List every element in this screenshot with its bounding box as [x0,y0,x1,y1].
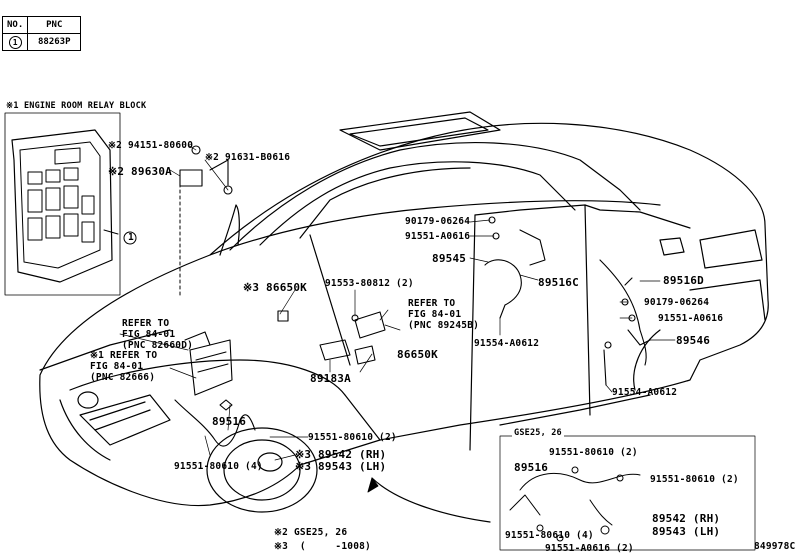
label-91551-a0616-b: 91551-A0616 [658,313,724,324]
box-label-91551-80610-4: 91551-80610 (4) [505,530,594,541]
pnc-row-no: 1 [1,33,29,51]
label-refer-89245b: REFER TO FIG 84-01 (PNC 89245B) [408,298,480,331]
label-engine-room-relay-block: ※1 ENGINE ROOM RELAY BLOCK [6,101,147,111]
figure-code: 849978C [754,541,796,552]
pnc-table: NO. PNC 1 88263P [1,16,82,51]
label-86650k-top: ※3 86650K [243,281,307,294]
car-body [39,111,769,513]
leader-lines [119,144,676,461]
label-86650k-mid: 86650K [397,348,438,361]
label-90179-06264-b: 90179-06264 [644,297,710,308]
pnc-row-pnc: 88263P [27,33,82,51]
callout-1: 1 [128,232,134,243]
label-refer-82660d: REFER TO FIG 84-01 (PNC 82660D) [122,318,194,351]
label-94151-80600: ※2 94151-80600 [108,140,194,151]
sensor-harness [174,145,651,447]
box-label-91551-a0616-2: 91551-A0616 (2) [545,543,634,554]
label-89545: 89545 [432,252,467,265]
label-91553-80812: 91553-80812 (2) [325,278,414,289]
label-89542-rh: ※3 89542 (RH) [295,448,387,461]
box-label-91551-80610-2-top: 91551-80610 (2) [549,447,638,458]
label-89516-front: 89516 [212,415,247,428]
label-91554-a0612-a: 91554-A0612 [474,338,540,349]
label-91554-a0612-b: 91554-A0612 [612,387,678,398]
note-3: ※3 ( -1008) [274,541,371,552]
label-91551-a0616-a: 91551-A0616 [405,231,471,242]
box-label-89543-lh: 89543 (LH) [652,525,721,538]
relay-block-inset [4,112,206,296]
label-89183a: 89183A [310,372,351,385]
box-label-89516: 89516 [514,461,549,474]
label-89630a: ※2 89630A [108,165,172,178]
box-label-91551-80610-2-right: 91551-80610 (2) [650,474,739,485]
label-89516c: 89516C [538,276,579,289]
reference-arrow [371,477,491,523]
gse-box-title: GSE25, 26 [512,428,564,439]
label-89546: 89546 [676,334,711,347]
label-91551-80610-4: 91551-80610 (4) [174,461,263,472]
note-2: ※2 GSE25, 26 [274,527,348,538]
label-90179-06264-a: 90179-06264 [405,216,471,227]
box-label-89542-rh: 89542 (RH) [652,512,721,525]
label-91551-80610-2: 91551-80610 (2) [308,432,397,443]
gse-inset [499,435,756,551]
label-89543-lh: ※3 89543 (LH) [295,460,387,473]
label-refer-82666: ※1 REFER TO FIG 84-01 (PNC 82666) [90,350,158,383]
label-89516d: 89516D [663,274,704,287]
label-91631-b0616: ※2 91631-B0616 [205,152,291,163]
